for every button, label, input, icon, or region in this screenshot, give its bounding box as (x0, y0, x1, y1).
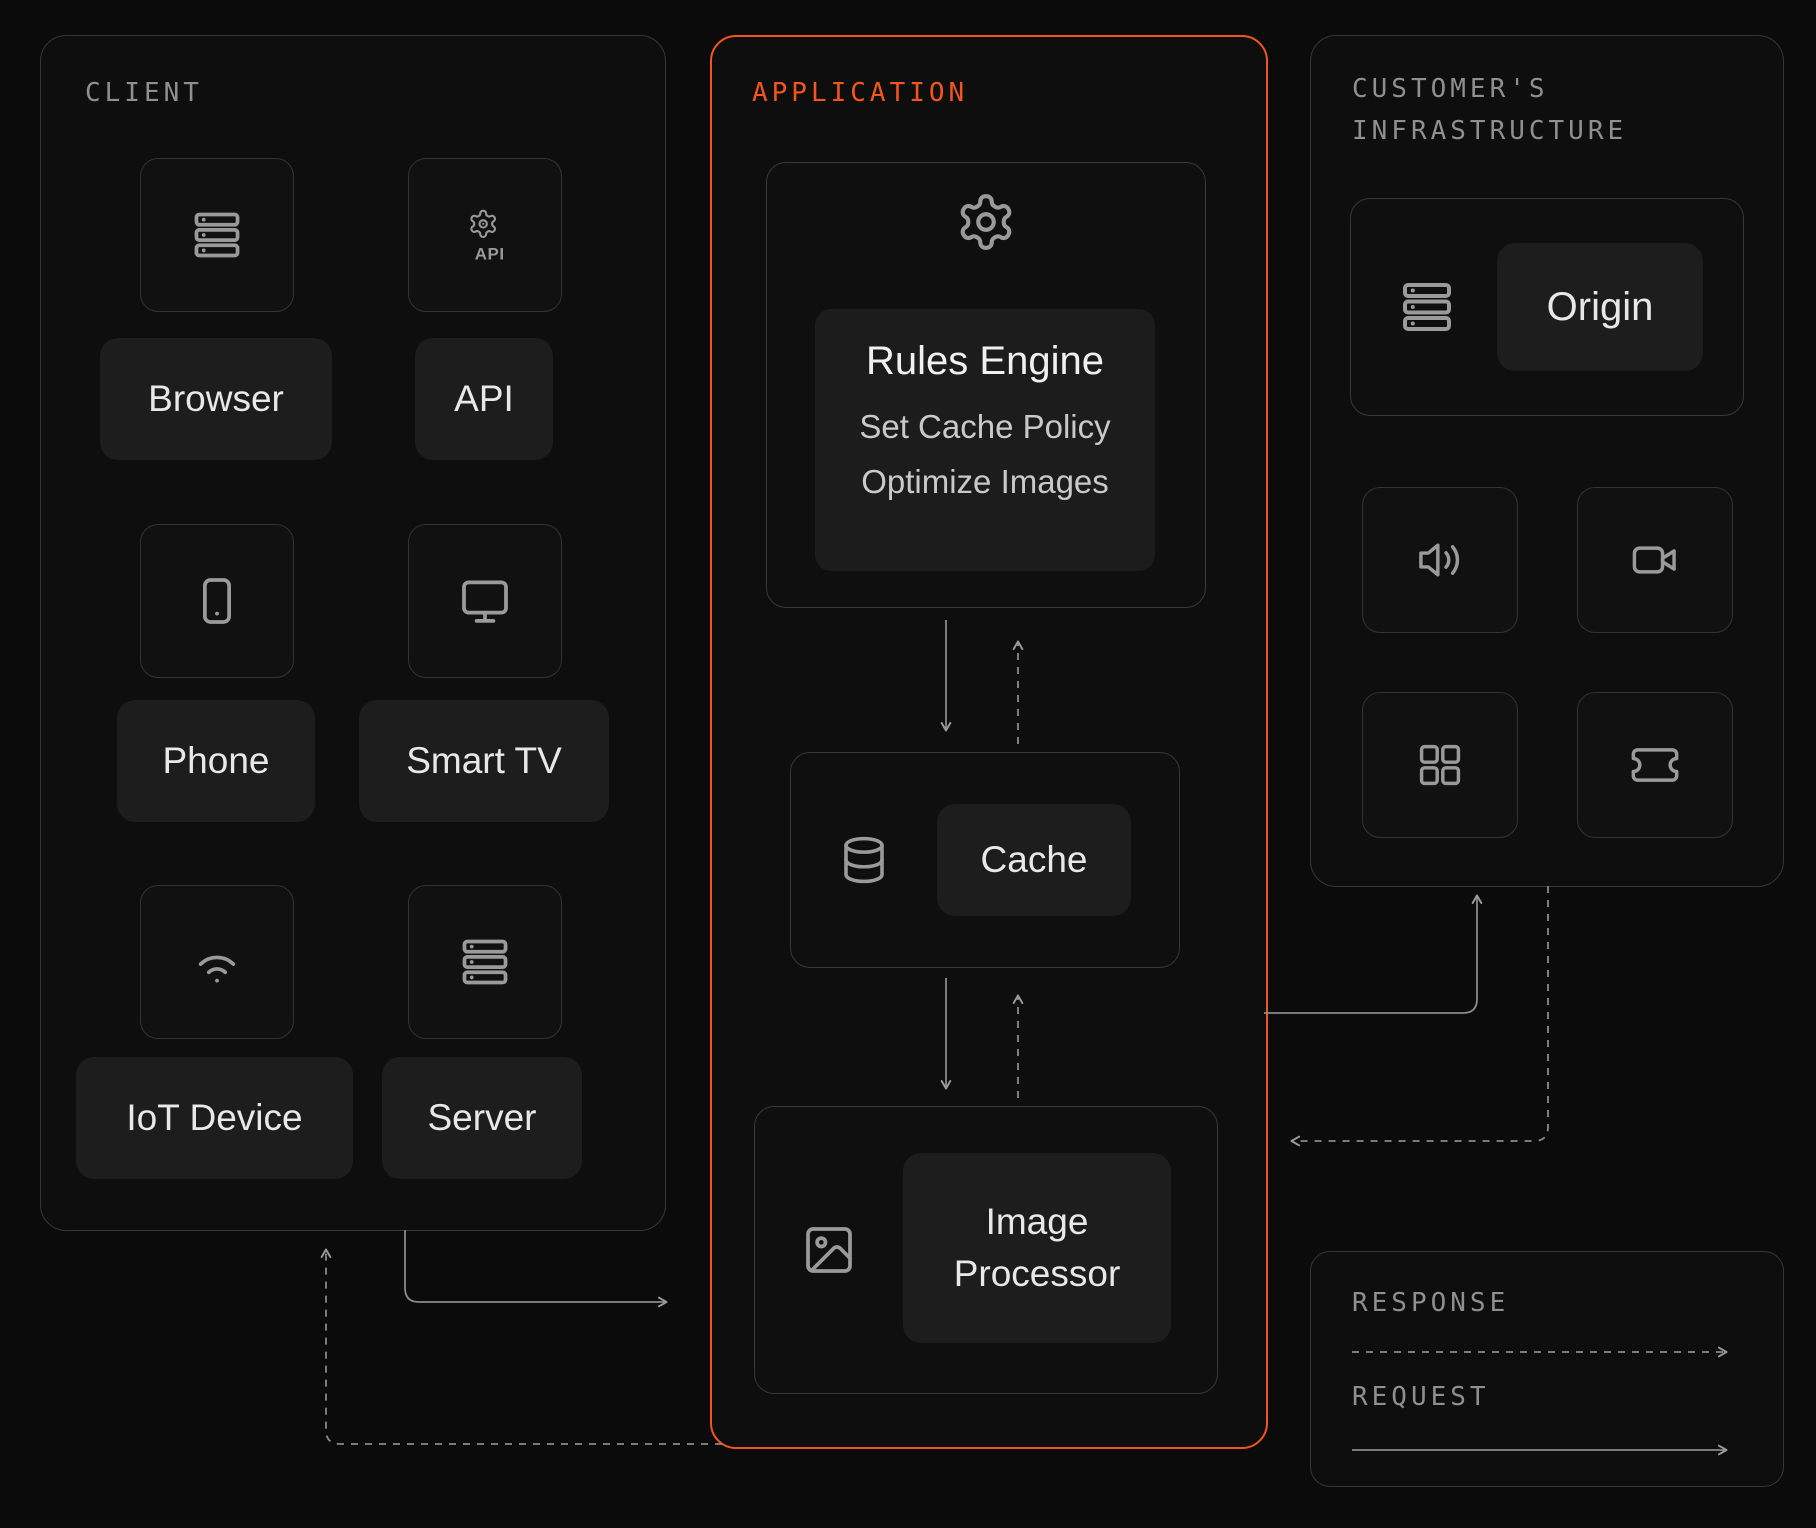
smart-tv-label: Smart TV (359, 700, 609, 822)
legend-panel (1310, 1251, 1784, 1487)
client-panel (40, 35, 666, 1231)
server-rack-icon (462, 939, 508, 985)
rules-engine-item-optimize-images: Optimize Images (861, 462, 1109, 500)
customer-panel-title-line1: CUSTOMER'S (1352, 74, 1549, 104)
volume-icon (1419, 543, 1460, 577)
ticket-tile (1577, 692, 1733, 838)
legend-response-label: RESPONSE (1352, 1288, 1510, 1318)
server-label: Server (382, 1057, 582, 1179)
ticket-icon (1631, 748, 1679, 782)
legend-request-label: REQUEST (1352, 1382, 1490, 1412)
rules-engine-box: Rules Engine Set Cache Policy Optimize I… (766, 162, 1206, 608)
application-to-origin-arrow (1264, 894, 1483, 1014)
smart-tv-tile (408, 524, 562, 678)
client-to-application-arrow (404, 1230, 668, 1308)
rules-engine-title: Rules Engine (866, 339, 1104, 383)
video-tile (1577, 487, 1733, 633)
cache-box: Cache (790, 752, 1180, 968)
client-panel-title: CLIENT (85, 78, 203, 108)
api-gear-icon: API (470, 209, 505, 264)
phone-label: Phone (117, 700, 315, 822)
rules-engine-card: Rules Engine Set Cache Policy Optimize I… (815, 309, 1155, 571)
image-icon (806, 1227, 852, 1273)
server-tile (408, 885, 562, 1039)
customer-panel-title-line2: INFRASTRUCTURE (1352, 116, 1628, 146)
apps-grid-tile (1362, 692, 1518, 838)
phone-tile (140, 524, 294, 678)
api-badge-text: API (475, 245, 505, 264)
api-label: API (415, 338, 553, 460)
grid-icon (1419, 744, 1461, 786)
image-processor-label: Image Processor (903, 1153, 1171, 1343)
database-icon (844, 836, 884, 884)
cache-label: Cache (937, 804, 1131, 916)
rules-engine-item-cache-policy: Set Cache Policy (859, 408, 1111, 445)
wifi-icon (198, 955, 236, 983)
monitor-icon (462, 580, 508, 623)
origin-label: Origin (1497, 243, 1703, 371)
server-rack-icon (1403, 283, 1452, 331)
smartphone-icon (203, 578, 231, 624)
audio-tile (1362, 487, 1518, 633)
api-tile: API (408, 158, 562, 312)
origin-to-application-arrow (1290, 886, 1549, 1147)
iot-device-tile (140, 885, 294, 1039)
application-panel-title: APPLICATION (752, 78, 969, 108)
video-camera-icon (1632, 546, 1676, 574)
origin-box: Origin (1350, 198, 1744, 416)
browser-label: Browser (100, 338, 332, 460)
image-processor-box: Image Processor (754, 1106, 1218, 1394)
browser-tile (140, 158, 294, 312)
server-rack-icon (194, 212, 240, 258)
application-to-client-arrow (320, 1248, 722, 1445)
gear-icon (960, 194, 1012, 250)
iot-device-label: IoT Device (76, 1057, 353, 1179)
